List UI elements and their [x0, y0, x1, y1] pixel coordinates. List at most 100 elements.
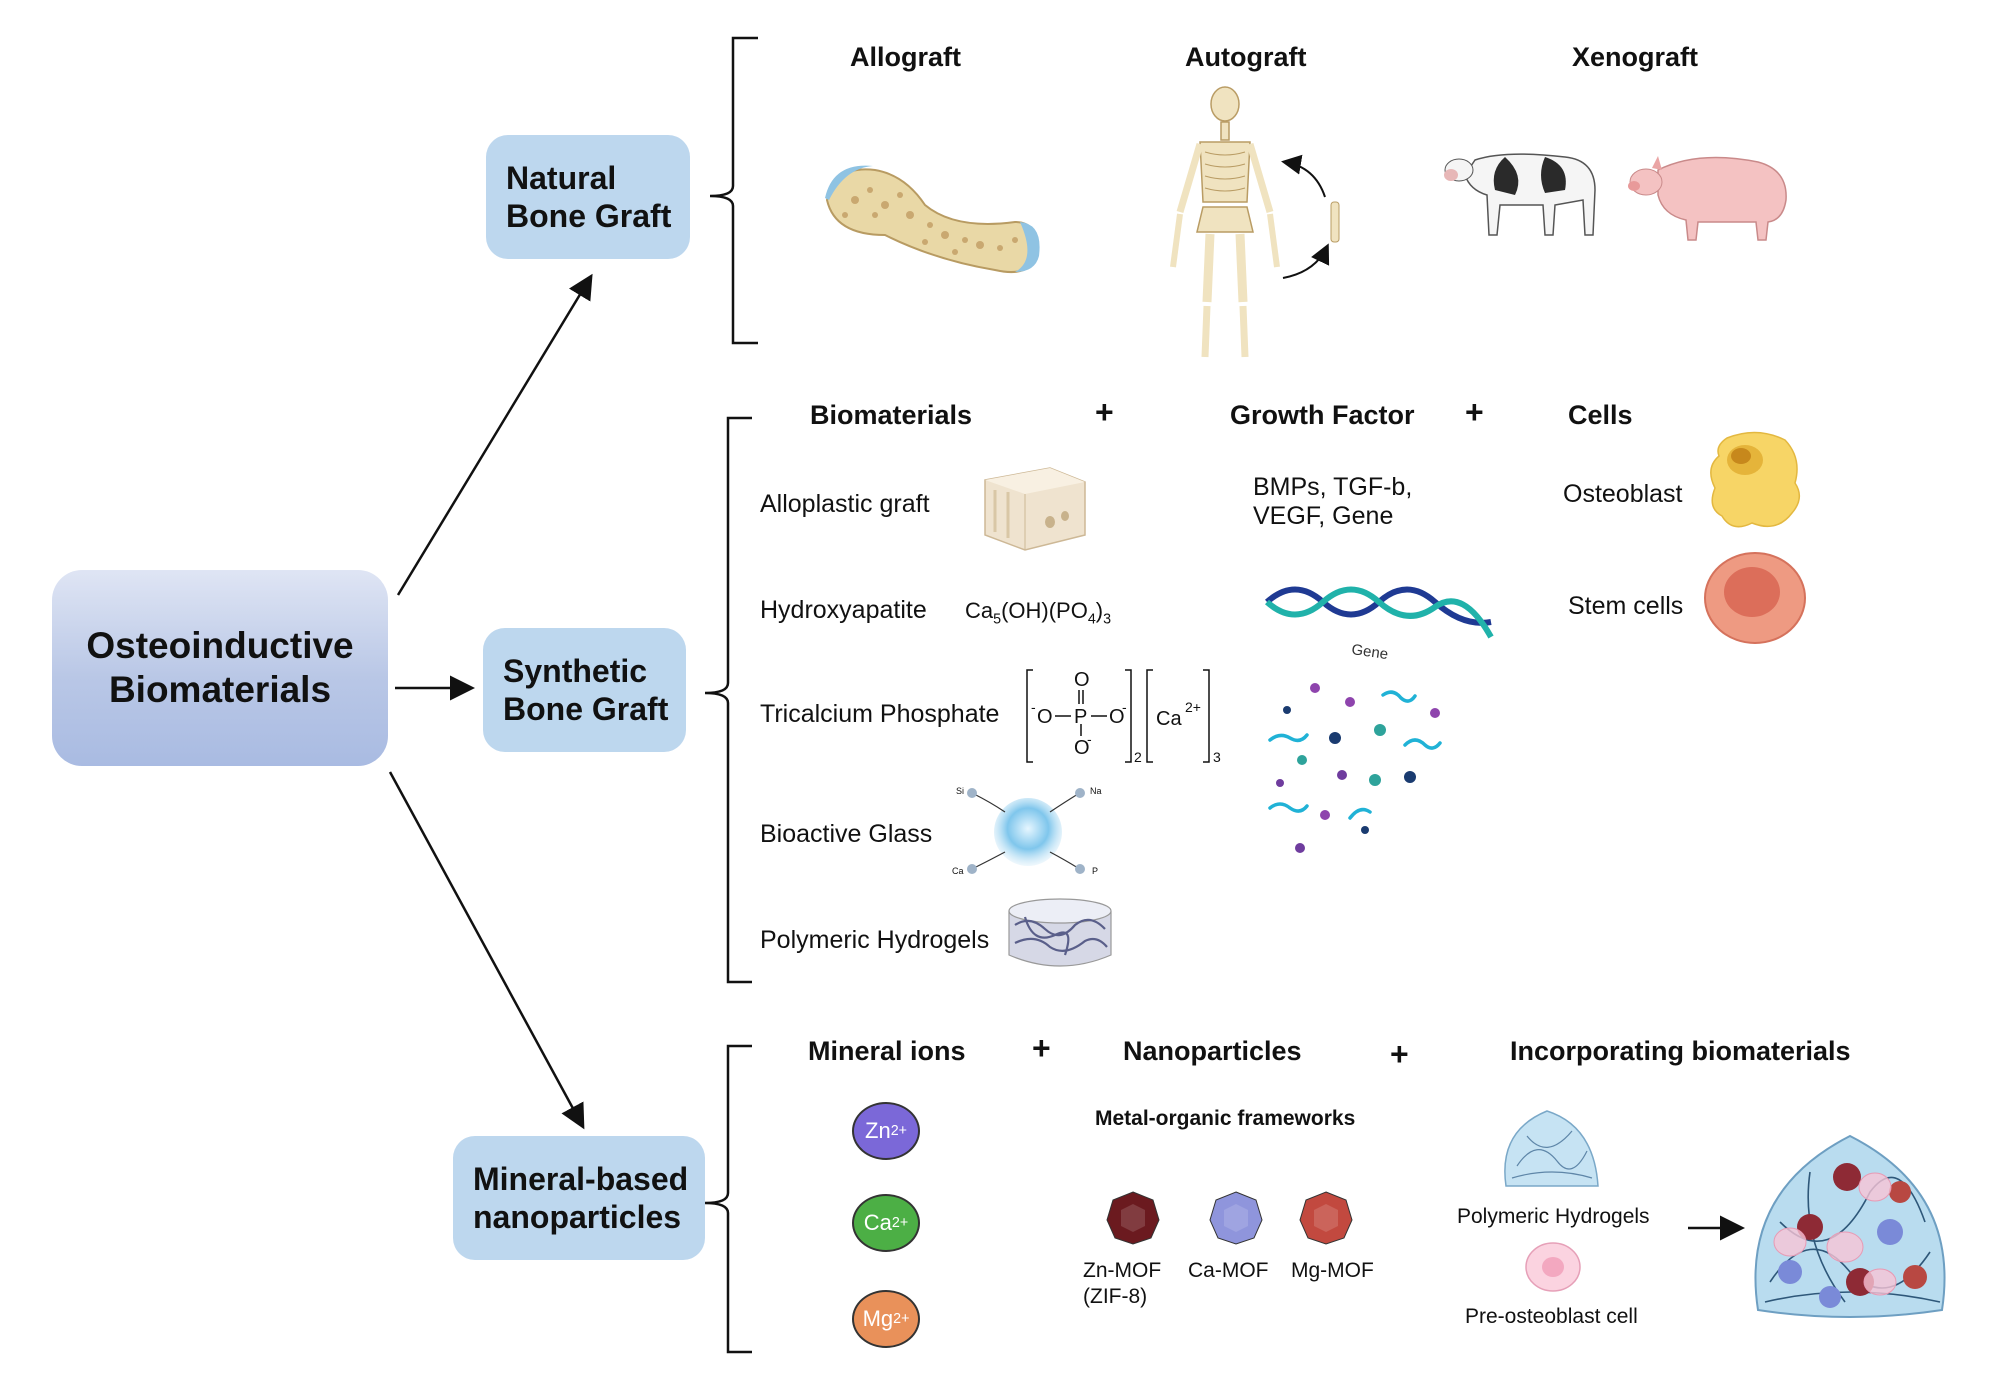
gene-dna-helix-illustration: Gene: [1265, 586, 1494, 663]
tcp-minus-bottom: -: [1087, 731, 1092, 747]
plus-sign-2: +: [1465, 394, 1484, 430]
plus-sign-4: +: [1390, 1036, 1409, 1072]
plus-sign-3: +: [1032, 1030, 1051, 1066]
glass-label-na: Na: [1090, 786, 1102, 796]
mof-label-line1: Ca-MOF: [1188, 1259, 1269, 1282]
material-tricalcium-phosphate: Tricalcium Phosphate: [760, 700, 1000, 728]
brace-natural: [709, 36, 758, 345]
mof-particle-zn-mof: [1106, 1191, 1160, 1245]
mineral-ion-charge: 2+: [891, 1215, 909, 1231]
ha-ca: Ca: [965, 598, 994, 623]
bioactive-glass-illustration: Si Na Ca P: [952, 786, 1102, 876]
header-autograft: Autograft: [1185, 42, 1307, 72]
mineral-ion-charge: 2+: [890, 1123, 907, 1139]
header-growth-factor: Growth Factor: [1230, 400, 1415, 430]
incorp-pre-osteoblast-cell: Pre-osteoblast cell: [1465, 1305, 1638, 1328]
tcp-o-right: O: [1109, 706, 1125, 728]
polymeric-hydrogel-illustration: [1008, 898, 1112, 967]
tcp-minus-left: -: [1031, 699, 1036, 715]
xenograft-cow-illustration: [1444, 153, 1596, 236]
composite-hydrogel-illustration: [1754, 1134, 1946, 1318]
hydrogel-dome-illustration: [1504, 1110, 1599, 1187]
tcp-o-left: O: [1037, 706, 1053, 728]
tricalcium-phosphate-structure: O P O O O - - - 2 Ca 2+ 3: [1026, 669, 1221, 765]
arrow-to-natural: [396, 273, 593, 596]
main-node-osteoinductive-biomaterials: Osteoinductive Biomaterials: [52, 570, 388, 766]
mineral-ion-symbol: Ca: [863, 1210, 892, 1235]
growth-factors-line1: BMPs, TGF-b,: [1253, 473, 1413, 501]
mof-label-line1: Mg-MOF: [1291, 1259, 1374, 1282]
header-mineral-ions: Mineral ions: [808, 1036, 966, 1066]
category-synthetic-bone-graft: Synthetic Bone Graft: [483, 628, 686, 752]
incorp-polymeric-hydrogels: Polymeric Hydrogels: [1457, 1205, 1650, 1228]
material-polymeric-hydrogels: Polymeric Hydrogels: [760, 926, 990, 954]
natural-line1: Natural: [506, 160, 617, 196]
mof-label: Zn-MOF (ZIF-8): [1083, 1258, 1161, 1310]
tcp-sub-3: 3: [1213, 749, 1221, 765]
cell-osteoblast-label: Osteoblast: [1563, 480, 1683, 508]
tcp-p: P: [1074, 706, 1087, 728]
glass-label-ca: Ca: [952, 866, 964, 876]
hydroxyapatite-formula: Ca5(OH)(PO4)3: [965, 598, 1111, 627]
tcp-ca: Ca: [1156, 708, 1182, 730]
mof-particle-mg-mof: [1299, 1191, 1353, 1245]
mineral-line1: Mineral-based: [473, 1161, 689, 1197]
growth-factors-line2: VEGF, Gene: [1253, 502, 1394, 530]
tcp-sub-2: 2: [1134, 749, 1142, 765]
material-alloplastic-graft: Alloplastic graft: [760, 490, 930, 518]
allograft-bone-illustration: [825, 165, 1040, 274]
natural-line2: Bone Graft: [506, 198, 672, 234]
main-node-line2: Biomaterials: [108, 669, 332, 710]
material-hydroxyapatite: Hydroxyapatite: [760, 596, 927, 624]
mof-label: Ca-MOF: [1188, 1258, 1269, 1284]
mof-label: Mg-MOF: [1291, 1258, 1374, 1284]
tcp-minus-right: -: [1122, 699, 1127, 715]
arrow-to-mineral: [388, 771, 585, 1130]
brace-mineral: [704, 1044, 752, 1354]
mineral-ion-charge: 2+: [893, 1311, 910, 1327]
brace-synthetic: [704, 416, 752, 984]
header-cells: Cells: [1568, 400, 1633, 430]
pre-osteoblast-cell-illustration: [1525, 1242, 1581, 1292]
tcp-ca-sup: 2+: [1185, 699, 1201, 715]
header-incorporating-biomaterials: Incorporating biomaterials: [1510, 1036, 1851, 1066]
header-xenograft: Xenograft: [1572, 42, 1699, 72]
gene-label: Gene: [1350, 641, 1389, 663]
category-mineral-based-nanoparticles: Mineral-based nanoparticles: [453, 1136, 705, 1260]
ha-end-sub: 3: [1103, 611, 1112, 628]
mof-label-line2: (ZIF-8): [1083, 1285, 1148, 1308]
main-node-line1: Osteoinductive: [86, 625, 354, 666]
plus-sign-1: +: [1095, 394, 1114, 430]
header-allograft: Allograft: [850, 42, 961, 72]
ha-ca-sub: 5: [993, 611, 1002, 628]
glass-label-si: Si: [956, 786, 964, 796]
mineral-ion-symbol: Zn: [865, 1118, 891, 1143]
osteoblast-illustration: [1710, 431, 1801, 528]
glass-label-p: P: [1092, 866, 1098, 876]
alloplastic-scaffold-illustration: [984, 467, 1086, 551]
mineral-ion-symbol: Mg: [862, 1306, 894, 1331]
ha-po-sub: 4: [1087, 611, 1096, 628]
stem-cell-illustration: [1704, 552, 1806, 644]
synthetic-line2: Bone Graft: [503, 691, 669, 727]
header-biomaterials: Biomaterials: [810, 400, 973, 430]
category-natural-bone-graft: Natural Bone Graft: [486, 135, 690, 259]
material-bioactive-glass: Bioactive Glass: [760, 820, 933, 848]
mineral-line2: nanoparticles: [473, 1199, 682, 1235]
cell-stem-cells-label: Stem cells: [1568, 592, 1684, 620]
mof-label-line1: Zn-MOF: [1083, 1259, 1162, 1282]
growth-factor-particles-illustration: [1268, 683, 1442, 853]
ha-mid: (OH)(PO: [1001, 598, 1088, 623]
ha-end: ): [1095, 598, 1104, 623]
tcp-o-top: O: [1074, 669, 1090, 691]
tcp-o-bottom: O: [1074, 737, 1090, 759]
autograft-skeleton-illustration: [1170, 86, 1340, 358]
mof-particle-ca-mof: [1209, 1191, 1263, 1245]
mof-title: Metal-organic frameworks: [1095, 1107, 1356, 1130]
xenograft-pig-illustration: [1628, 156, 1787, 241]
synthetic-line1: Synthetic: [503, 653, 648, 689]
